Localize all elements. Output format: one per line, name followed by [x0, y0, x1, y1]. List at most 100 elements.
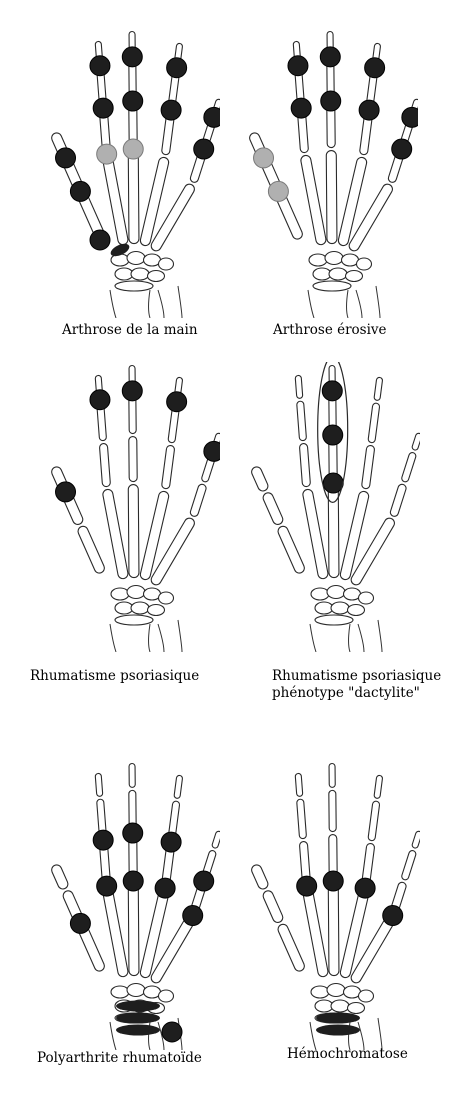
radius-bone [110, 290, 150, 318]
middle-bone [128, 151, 139, 244]
caption-psoriasique-dactylite: Rhumatisme psoriasique phénotype "dactyl… [272, 668, 441, 702]
carpal-bone [159, 592, 174, 604]
index-bone [95, 773, 103, 796]
carpal-bone [348, 1003, 365, 1014]
carpal-bone [311, 588, 329, 600]
thumb-bone [50, 863, 69, 890]
carpal-bone [115, 268, 133, 280]
thumb-bone [276, 923, 306, 973]
caption-polyarthrite-rhumatoide: Polyarthrite rhumatoïde [37, 1050, 202, 1067]
marker-dip-little [402, 107, 418, 127]
carpal-bone [313, 281, 351, 291]
thumb-bone [250, 465, 269, 492]
marker-radiocarpal [116, 1025, 160, 1036]
marker-pip-little [194, 871, 214, 891]
marker-mcp-little [183, 906, 203, 926]
carpal-bone [327, 984, 345, 997]
thumb-bone [262, 889, 285, 924]
marker-mcp-thumb [70, 913, 90, 933]
carpal-bone [144, 986, 161, 998]
marker-dip-ring [167, 58, 187, 78]
middle-bone [329, 763, 335, 787]
carpal-bone [315, 602, 333, 614]
hand-skeleton [40, 362, 220, 652]
hand-diagram-arthrose-main [40, 28, 220, 318]
carpal-bone [144, 254, 161, 266]
carpal-bone [115, 602, 133, 614]
index-bone [99, 443, 110, 487]
marker-mcp-thumb [70, 181, 90, 201]
hand-diagram-polyarthrite-rhumatoide [40, 760, 220, 1050]
carpal-bone [115, 281, 153, 291]
ring-bone [161, 445, 175, 489]
caption-arthrose-main: Arthrose de la main [62, 322, 198, 339]
marker-pip-middle [321, 91, 341, 111]
marker-mcp-index [297, 876, 317, 896]
carpal-bone [348, 605, 365, 616]
index-bone [295, 375, 303, 398]
marker-dip-index [90, 56, 110, 76]
carpal-bone [148, 271, 165, 282]
carpal-bone [327, 586, 345, 599]
radius-bone [310, 624, 350, 652]
middle-bone [326, 151, 337, 244]
hand-diagram-psoriasique-dactylite [240, 362, 420, 652]
marker-pip-ring [161, 100, 181, 120]
ring-bone [174, 775, 183, 799]
carpal-bone [148, 605, 165, 616]
radius-bone [308, 290, 348, 318]
carpal-bone [331, 602, 349, 614]
index-bone [302, 887, 329, 978]
carpal-bone [127, 586, 145, 599]
marker-cmc-thumb [90, 230, 110, 250]
carpal-bone [159, 990, 174, 1002]
thumb-bone [250, 863, 269, 890]
caption-rhumatisme-psoriasique: Rhumatisme psoriasique [30, 668, 199, 685]
index-bone [295, 773, 303, 796]
little-bone [389, 483, 407, 517]
hand-diagram-hemochromatose [240, 760, 420, 1050]
marker-mcp-thumb [268, 181, 288, 201]
marker-pip-ring [359, 100, 379, 120]
marker-pip-middle [123, 91, 143, 111]
marker-mcp-little [383, 906, 403, 926]
little-bone [411, 433, 420, 451]
marker-pip-index [93, 830, 113, 850]
carpal-bone [315, 615, 353, 625]
carpal-bone [309, 254, 327, 266]
carpal-bone [359, 990, 374, 1002]
ring-bone [374, 775, 383, 799]
index-bone [302, 489, 329, 580]
marker-dip-little [204, 441, 220, 461]
marker-dip-middle [322, 381, 342, 401]
ring-bone [368, 403, 380, 443]
marker-dip-middle [320, 47, 340, 67]
marker-dip-ring [365, 58, 385, 78]
carpal-bone [315, 1000, 333, 1012]
marker-carpal-2 [316, 1013, 360, 1024]
middle-bone [128, 485, 139, 578]
carpal-bone [359, 592, 374, 604]
carpal-bone [159, 258, 174, 270]
little-bone [401, 850, 417, 881]
index-bone [297, 799, 307, 839]
little-bone [401, 452, 417, 483]
carpal-bone [346, 271, 363, 282]
marker-mcp-middle [123, 139, 143, 159]
marker-pip-index [291, 98, 311, 118]
marker-carpal-1 [116, 1001, 160, 1012]
marker-mcp-ring [155, 878, 175, 898]
marker-mcp-index [97, 144, 117, 164]
marker-pip-middle [123, 823, 143, 843]
carpal-bone [111, 986, 129, 998]
little-bone [411, 831, 420, 849]
marker-dip-middle [122, 47, 142, 67]
thumb-bone [76, 525, 106, 575]
caption-hemochromatose: Hémochromatose [287, 1046, 408, 1063]
middle-bone [129, 436, 137, 481]
middle-bone [329, 790, 336, 831]
caption-arthrose-erosive: Arthrose érosive [273, 322, 387, 339]
carpal-bone [144, 588, 161, 600]
marker-mcp-ring [355, 878, 375, 898]
carpal-bone [131, 268, 149, 280]
